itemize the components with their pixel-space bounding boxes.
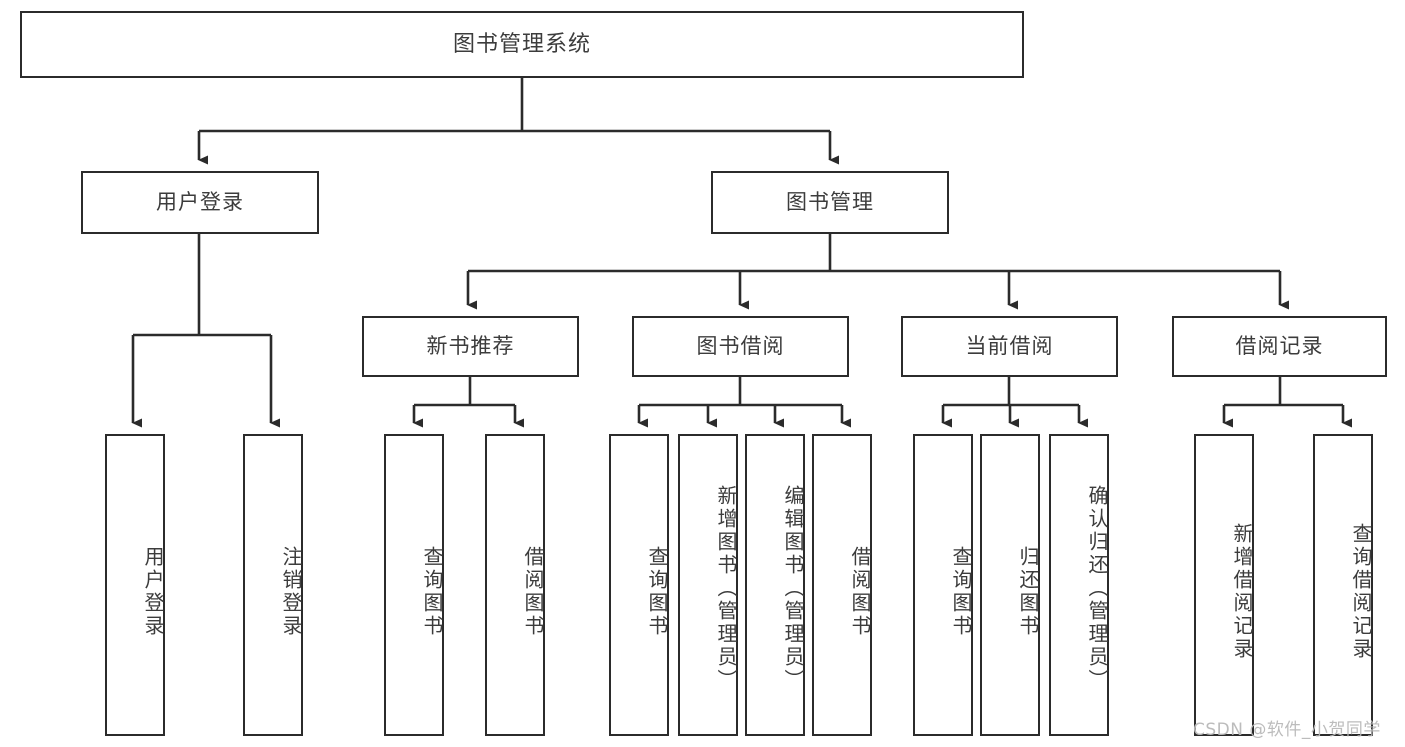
node-book-management-label: 图书管理	[786, 190, 874, 215]
node-root-label: 图书管理系统	[452, 31, 591, 57]
node-new-book-recommend-label: 新书推荐	[426, 334, 515, 359]
node-leaf-query-book-2-label: 查询图书	[645, 546, 669, 638]
node-leaf-query-book-3-label: 查询图书	[949, 546, 973, 638]
node-book-management[interactable]: 图书管理	[711, 171, 949, 234]
node-leaf-add-record[interactable]: 新增借阅记录	[1194, 434, 1254, 736]
node-leaf-logout[interactable]: 注销登录	[243, 434, 303, 736]
node-leaf-query-book-1[interactable]: 查询图书	[384, 434, 444, 736]
node-leaf-query-book-1-label: 查询图书	[420, 546, 444, 638]
node-leaf-query-book-3[interactable]: 查询图书	[913, 434, 973, 736]
node-leaf-query-record-label: 查询借阅记录	[1349, 523, 1373, 661]
node-user-login[interactable]: 用户登录	[81, 171, 319, 234]
node-book-borrow-label: 图书借阅	[696, 334, 785, 359]
node-leaf-borrow-book-1-label: 借阅图书	[521, 546, 545, 638]
csdn-watermark: CSDN @软件_小贺同学	[1193, 720, 1381, 740]
node-leaf-return-book[interactable]: 归还图书	[980, 434, 1040, 736]
node-leaf-borrow-book-2[interactable]: 借阅图书	[812, 434, 872, 736]
node-user-login-label: 用户登录	[156, 190, 244, 215]
node-leaf-query-book-2[interactable]: 查询图书	[609, 434, 669, 736]
node-leaf-query-record[interactable]: 查询借阅记录	[1313, 434, 1373, 736]
node-leaf-user-login[interactable]: 用户登录	[105, 434, 165, 736]
node-leaf-edit-book[interactable]: 编辑图书（管理员）	[745, 434, 805, 736]
node-book-borrow[interactable]: 图书借阅	[632, 316, 849, 377]
node-leaf-add-book[interactable]: 新增图书（管理员）	[678, 434, 738, 736]
node-borrow-record[interactable]: 借阅记录	[1172, 316, 1387, 377]
node-leaf-add-book-label: 新增图书（管理员）	[714, 484, 738, 692]
node-leaf-confirm-return[interactable]: 确认归还（管理员）	[1049, 434, 1109, 736]
node-borrow-record-label: 借阅记录	[1235, 334, 1324, 359]
node-current-borrow[interactable]: 当前借阅	[901, 316, 1118, 377]
node-leaf-return-book-label: 归还图书	[1016, 546, 1040, 638]
node-leaf-borrow-book-1[interactable]: 借阅图书	[485, 434, 545, 736]
node-leaf-add-record-label: 新增借阅记录	[1230, 523, 1254, 661]
node-current-borrow-label: 当前借阅	[965, 334, 1054, 359]
node-leaf-confirm-return-label: 确认归还（管理员）	[1085, 484, 1109, 692]
node-leaf-logout-label: 注销登录	[279, 546, 303, 638]
node-leaf-borrow-book-2-label: 借阅图书	[848, 546, 872, 638]
node-new-book-recommend[interactable]: 新书推荐	[362, 316, 579, 377]
node-root[interactable]: 图书管理系统	[20, 11, 1024, 78]
node-leaf-edit-book-label: 编辑图书（管理员）	[781, 484, 805, 692]
node-leaf-user-login-label: 用户登录	[141, 546, 165, 638]
